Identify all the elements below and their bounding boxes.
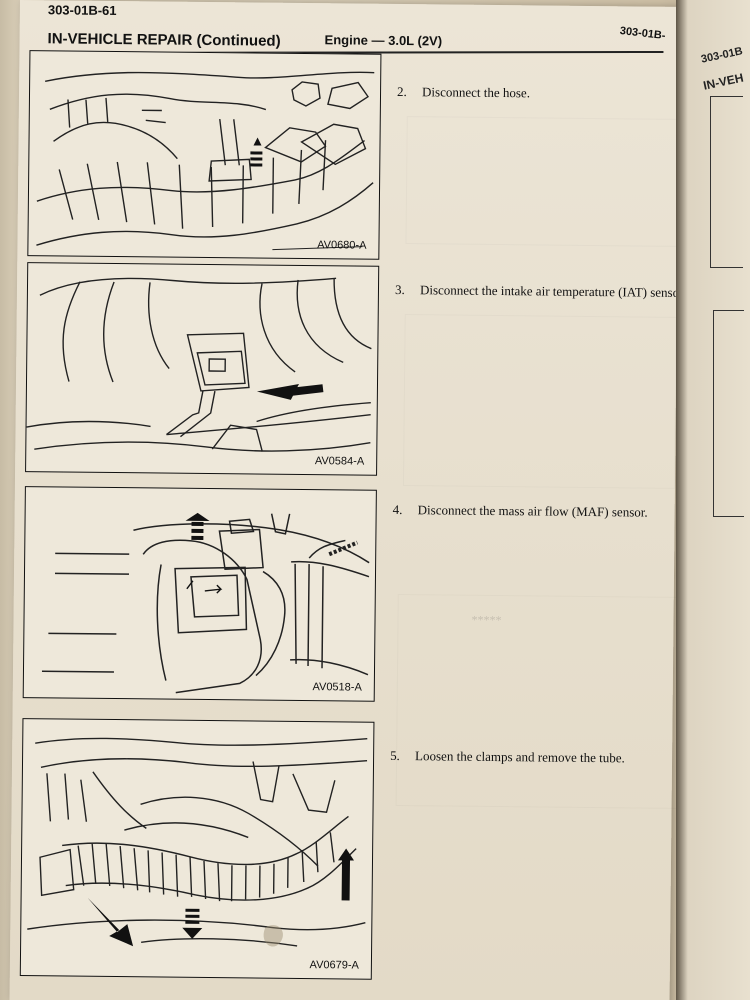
step-number: 4. bbox=[392, 501, 403, 518]
manual-page: 303-01B-61 IN-VEHICLE REPAIR (Continued)… bbox=[9, 0, 686, 1000]
bleed-through-text: ***** bbox=[471, 612, 502, 628]
adjacent-page-section: IN-VEH bbox=[702, 70, 745, 93]
bleed-through-figure bbox=[403, 314, 677, 489]
page-number: 303-01B-61 bbox=[47, 2, 117, 19]
air-tube-illustration bbox=[27, 737, 368, 947]
step-text: Disconnect the mass air flow (MAF) senso… bbox=[417, 502, 648, 520]
hose-illustration bbox=[36, 71, 375, 251]
step-text: Loosen the clamps and remove the tube. bbox=[415, 748, 625, 766]
figure-label: AV0518-A bbox=[312, 681, 362, 694]
bleed-through-figure bbox=[405, 116, 678, 247]
adjacent-page-number: 303-01B bbox=[700, 45, 744, 66]
adjacent-page-figure bbox=[713, 310, 744, 517]
section-title: IN-VEHICLE REPAIR (Continued) bbox=[47, 30, 281, 50]
step-3: 3. Disconnect the intake air temperature … bbox=[395, 282, 695, 301]
step-number: 5. bbox=[390, 747, 400, 764]
figure-air-tube: AV0679-A bbox=[19, 718, 375, 980]
maf-sensor-illustration bbox=[41, 512, 370, 694]
step-2: 2. Disconnect the hose. bbox=[397, 84, 697, 103]
step-number: 3. bbox=[394, 281, 405, 298]
figure-maf-sensor: AV0518-A bbox=[22, 486, 377, 702]
figure-label: AV0679-A bbox=[309, 959, 359, 972]
step-text: Disconnect the hose. bbox=[421, 84, 531, 101]
figure-label: AV0584-A bbox=[314, 455, 365, 468]
figure-iat-sensor: AV0584-A bbox=[25, 262, 380, 476]
adjacent-page-figure bbox=[710, 96, 743, 268]
adjacent-page: 303-01B IN-VEH bbox=[676, 0, 750, 1000]
step-4: 4. Disconnect the mass air flow (MAF) sen… bbox=[393, 502, 693, 521]
figure-label: AV0680-A bbox=[317, 239, 367, 252]
corner-page-id: 303-01B- bbox=[619, 24, 667, 43]
engine-title: Engine — 3.0L (2V) bbox=[324, 32, 443, 49]
step-text: Disconnect the intake air temperature (I… bbox=[419, 282, 687, 300]
step-5: 5. Loosen the clamps and remove the tube. bbox=[390, 748, 690, 767]
iat-sensor-illustration bbox=[26, 277, 372, 452]
figure-hose: AV0680-A bbox=[27, 50, 382, 260]
bleed-through-figure bbox=[396, 594, 690, 809]
step-number: 2. bbox=[396, 83, 407, 100]
